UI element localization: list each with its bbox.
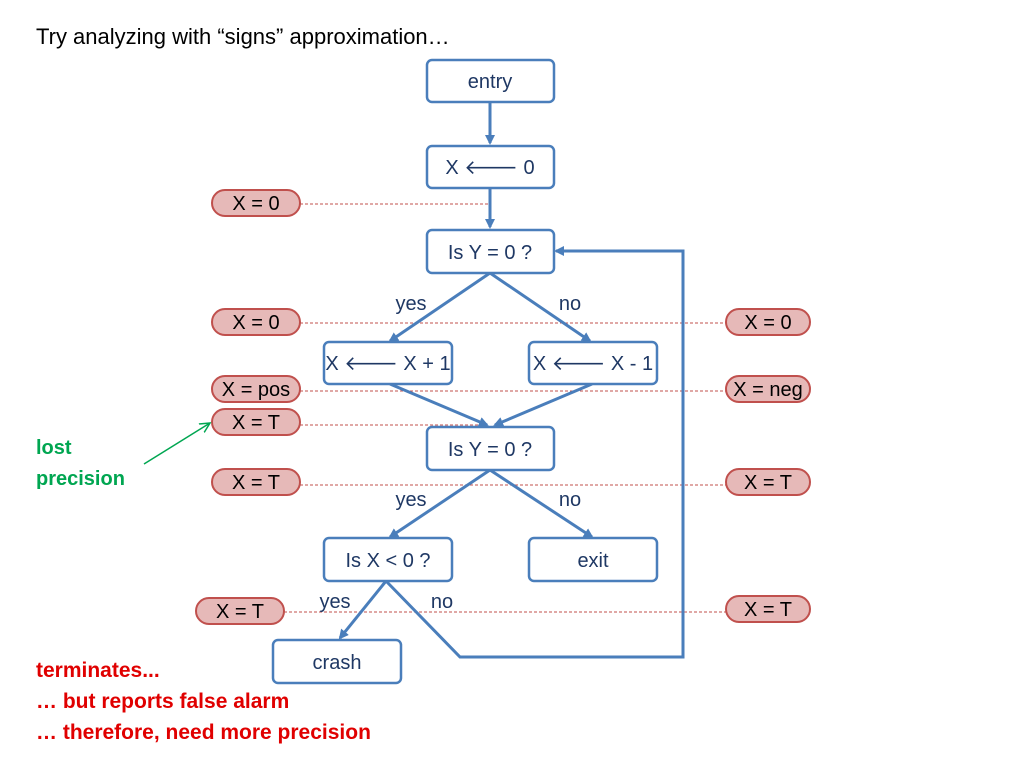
annotation-leaders [284,203,726,613]
edge-increment-to-test2 [389,382,489,427]
annotation-back-edge-label: X = T [744,599,792,621]
footer-line-false-alarm: … but reports false alarm [36,690,290,713]
annotation-back-edge: X = T [725,595,811,623]
branch-label-test2-yes: yes [395,489,426,511]
edge-testx-no-loop [384,246,685,659]
annotation-after-join-label: X = T [232,412,280,434]
annotation-after-decrement-label: X = neg [733,379,803,401]
node-assign-zero-label: X 🡐 0 [445,157,534,179]
flow-edges [338,102,685,659]
branch-label-testx-yes: yes [319,591,350,613]
node-assign-zero: X 🡐 0 [425,144,556,190]
node-entry: entry [425,58,556,104]
edge-test1-no [489,271,592,343]
edge-decrement-to-test2 [493,382,593,427]
annotation-left-yes-branch: X = 0 [211,308,301,336]
node-decrement-label: X 🡐 X - 1 [533,353,653,375]
annotation-right-no-branch: X = 0 [725,308,811,336]
branch-label-test2-no: no [559,489,581,511]
node-crash-label: crash [313,652,362,674]
node-test-y-1: Is Y = 0 ? [425,228,556,275]
node-test-x: Is X < 0 ? [322,536,454,583]
node-test-y-2: Is Y = 0 ? [425,425,556,472]
annotation-after-increment: X = pos [211,375,301,403]
footer-line-terminates: terminates... [36,659,160,682]
branch-label-test1-no: no [559,293,581,315]
node-entry-label: entry [468,71,512,93]
edge-test2-no [489,468,594,539]
edge-testx-yes [338,580,388,640]
annotation-after-join: X = T [211,408,301,436]
node-crash: crash [271,638,403,685]
annotation-right-after-test2-label: X = T [744,472,792,494]
node-exit-label: exit [577,550,609,572]
branch-label-test1-yes: yes [395,293,426,315]
node-increment: X 🡐 X + 1 [322,340,454,386]
annotation-left-yes-branch-label: X = 0 [232,312,279,334]
node-test-x-label: Is X < 0 ? [345,550,430,572]
slide-title: Try analyzing with “signs” approximation… [36,24,450,49]
node-exit: exit [527,536,659,583]
annotation-right-no-branch-label: X = 0 [744,312,791,334]
node-increment-label: X 🡐 X + 1 [325,353,450,375]
node-decrement: X 🡐 X - 1 [527,340,659,386]
lost-precision-arrow [143,423,210,465]
lost-precision-line1: lost [36,437,72,459]
edge-test1-yes [388,271,491,343]
annotation-after-assign: X = 0 [211,189,301,217]
node-test-y-1-label: Is Y = 0 ? [448,242,532,264]
annotation-after-decrement: X = neg [725,375,811,403]
node-test-y-2-label: Is Y = 0 ? [448,439,532,461]
annotation-after-increment-label: X = pos [222,379,290,401]
annotation-before-crash-label: X = T [216,601,264,623]
edge-test2-yes [388,468,491,539]
lost-precision-line2: precision [36,468,125,490]
footer-notes: terminates... … but reports false alarm … [36,655,371,748]
annotation-after-assign-label: X = 0 [232,193,279,215]
annotation-before-crash: X = T [195,597,285,625]
annotation-left-after-test2-label: X = T [232,472,280,494]
annotation-right-after-test2: X = T [725,468,811,496]
footer-line-need-precision: … therefore, need more precision [36,721,371,744]
annotation-left-after-test2: X = T [211,468,301,496]
branch-label-testx-no: no [431,591,453,613]
